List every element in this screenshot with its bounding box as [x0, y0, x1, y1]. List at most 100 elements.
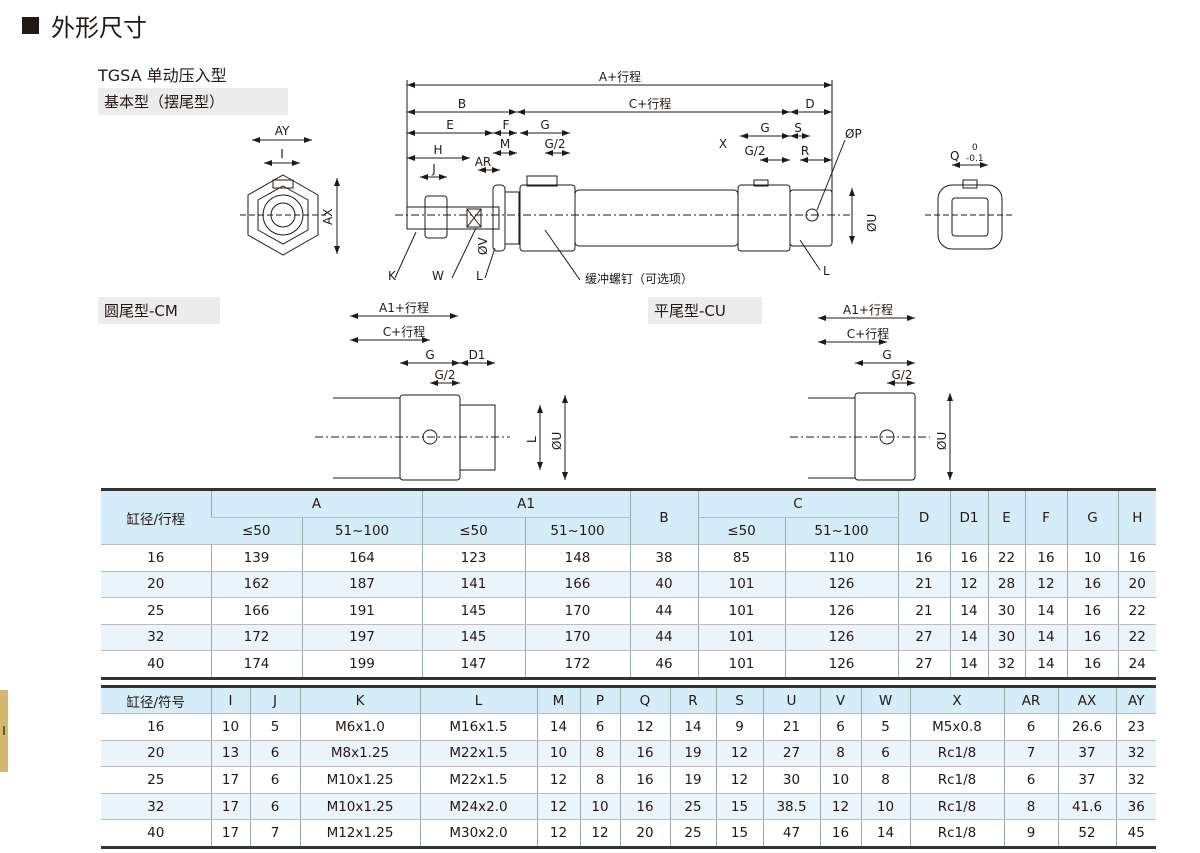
- svg-text:C+行程: C+行程: [629, 96, 671, 111]
- column-header: L: [419, 686, 537, 714]
- table-cell: 6: [819, 713, 861, 741]
- column-header: K: [299, 686, 420, 714]
- table-cell: 16: [1066, 624, 1119, 651]
- svg-text:C+行程: C+行程: [383, 324, 425, 339]
- svg-text:G/2: G/2: [745, 144, 766, 158]
- table-cell: 44: [629, 624, 699, 651]
- table-cell: M30x2.0: [419, 819, 537, 848]
- table-cell: 101: [697, 571, 786, 598]
- table-cell: 164: [301, 544, 422, 572]
- table-cell: M24x2.0: [419, 793, 537, 821]
- table-cell: 25: [669, 819, 716, 848]
- table-cell: M10x1.25: [299, 793, 420, 821]
- table-cell: 27: [762, 740, 820, 768]
- column-header: Q: [619, 686, 670, 714]
- table-cell: 16: [1024, 544, 1068, 572]
- table-cell: 9: [1003, 819, 1058, 848]
- table-cell: 85: [697, 544, 786, 572]
- table-cell: 20: [101, 571, 211, 598]
- table-cell: 20: [101, 740, 211, 768]
- table-cell: 126: [784, 650, 899, 679]
- svg-text:G/2: G/2: [435, 368, 456, 382]
- column-header: S: [715, 686, 763, 714]
- table-cell: 191: [301, 597, 422, 625]
- svg-text:0: 0: [972, 143, 978, 153]
- table-cell: 10: [536, 740, 580, 768]
- table-cell: 14: [1024, 624, 1068, 651]
- table-cell: 15: [715, 819, 763, 848]
- table-cell: 19: [669, 766, 716, 794]
- column-header: 缸径/符号: [101, 686, 211, 714]
- table-cell: 141: [421, 571, 525, 598]
- table-cell: 126: [784, 597, 899, 625]
- table-cell: 145: [421, 597, 525, 625]
- svg-text:S: S: [794, 121, 802, 135]
- table-cell: 25: [669, 793, 716, 821]
- column-header: I: [210, 686, 250, 714]
- svg-text:X: X: [719, 137, 727, 151]
- basic-type-label: 基本型（摆尾型）: [98, 88, 288, 115]
- table-cell: 12: [819, 793, 861, 821]
- table-cell: Rc1/8: [909, 793, 1004, 821]
- table-cell: 14: [1024, 650, 1068, 679]
- table-cell: 16: [1066, 650, 1119, 679]
- column-header: W: [860, 686, 910, 714]
- header-H: H: [1117, 489, 1157, 545]
- table-cell: 16: [1066, 571, 1119, 598]
- table-cell: 101: [697, 624, 786, 651]
- table-cell: 46: [629, 650, 699, 679]
- table-cell: 30: [987, 624, 1026, 651]
- table-cell: 38.5: [762, 793, 820, 821]
- table-cell: 22: [1117, 597, 1157, 625]
- column-header: J: [249, 686, 300, 714]
- table-cell: 10: [210, 713, 250, 741]
- header-G: G: [1066, 489, 1119, 545]
- svg-text:G: G: [882, 348, 891, 362]
- header-A: A: [210, 489, 422, 518]
- table-cell: 12: [579, 819, 620, 848]
- table-cell: 21: [897, 597, 951, 625]
- cm-view: [315, 313, 568, 481]
- svg-text:G: G: [540, 118, 549, 132]
- table-cell: M5x0.8: [909, 713, 1004, 741]
- table-cell: M22x1.5: [419, 740, 537, 768]
- table-cell: 13: [210, 740, 250, 768]
- table-cell: 6: [249, 793, 300, 821]
- table-cell: 16: [1066, 597, 1119, 625]
- svg-text:K: K: [388, 269, 397, 283]
- table-cell: 47: [762, 819, 820, 848]
- table-cell: 162: [210, 571, 302, 598]
- table-cell: 16: [101, 713, 211, 741]
- table-cell: 6: [579, 713, 620, 741]
- table-cell: 170: [524, 624, 631, 651]
- table-cell: 8: [819, 740, 861, 768]
- table-cell: 12: [715, 766, 763, 794]
- table-cell: 17: [210, 793, 250, 821]
- table-cell: 8: [579, 740, 620, 768]
- svg-text:W: W: [432, 269, 444, 283]
- svg-text:A+行程: A+行程: [599, 69, 641, 84]
- table-cell: 24: [1117, 650, 1157, 679]
- table-cell: 187: [301, 571, 422, 598]
- svg-text:AR: AR: [475, 155, 492, 169]
- table-cell: 26.6: [1057, 713, 1116, 741]
- table-cell: 17: [210, 819, 250, 848]
- svg-text:-0.1: -0.1: [966, 154, 984, 164]
- table-cell: 38: [629, 544, 699, 572]
- front-end-view: [240, 137, 340, 256]
- svg-text:A1+行程: A1+行程: [379, 300, 429, 315]
- svg-text:L: L: [823, 264, 830, 278]
- table-cell: 32: [1115, 766, 1156, 794]
- table-cell: 9: [715, 713, 763, 741]
- table-cell: 16: [619, 793, 670, 821]
- svg-text:D1: D1: [469, 348, 486, 362]
- table-cell: 20: [1117, 571, 1157, 598]
- column-header: V: [819, 686, 861, 714]
- table-cell: 147: [421, 650, 525, 679]
